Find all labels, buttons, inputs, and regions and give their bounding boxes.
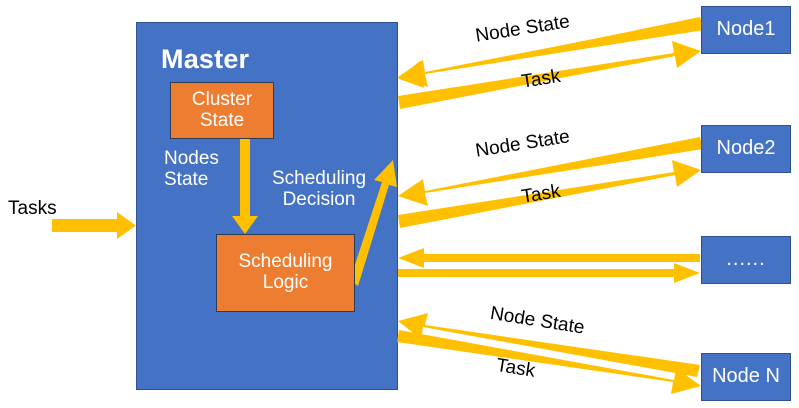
- node-box-node2: Node2: [701, 125, 791, 173]
- node-dots-state-arrow-shape: [398, 248, 700, 268]
- node-1-task-arrow-shape: [398, 41, 701, 109]
- tasks-input-arrow: [52, 212, 136, 239]
- node-box-noden: Node N: [701, 353, 791, 401]
- master-title: Master: [161, 44, 250, 74]
- nodes-state-flow-label: Nodes State: [164, 148, 219, 191]
- nodes-state-arrow: [232, 139, 258, 234]
- node-2-state-arrow-shape: [398, 137, 703, 206]
- scheduling-decision-flow-label: Scheduling Decision: [272, 168, 367, 211]
- node-dots-task-arrow-shape: [398, 263, 700, 283]
- node-n-task-arrow-shape: [397, 330, 701, 394]
- node-2-task-arrow-shape: [398, 160, 701, 228]
- scheduling-decision-arrow: [350, 160, 397, 286]
- node-box-ellipsis: ......: [701, 236, 791, 284]
- tasks-input-label: Tasks: [8, 198, 57, 219]
- node-1-state-arrow-shape: [398, 18, 703, 87]
- node-n-state-arrow-shape: [398, 313, 700, 377]
- node-box-node1: Node1: [701, 6, 791, 54]
